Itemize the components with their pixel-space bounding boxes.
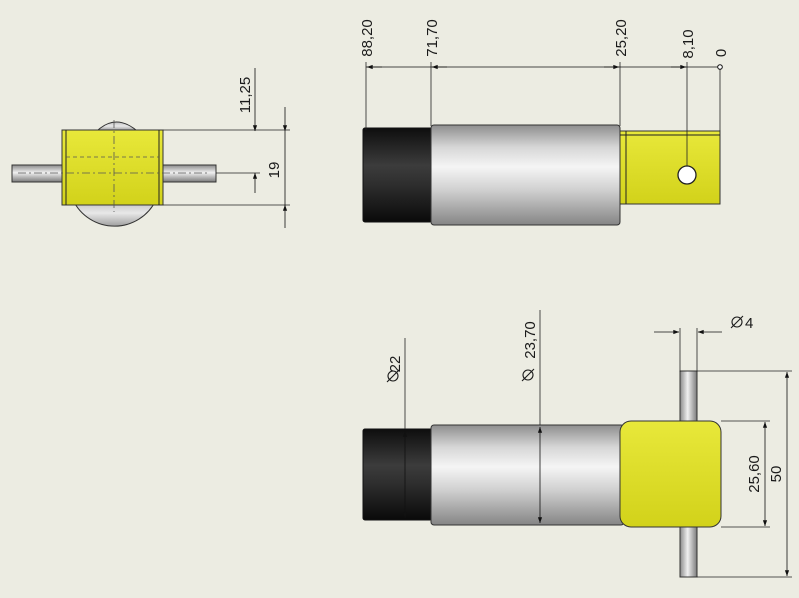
dia-23-70-symbol-icon bbox=[521, 368, 535, 382]
front-view-shaft-hole bbox=[677, 165, 697, 185]
dia-4-label: 4 bbox=[745, 315, 753, 332]
front-label-25-20: 25,20 bbox=[613, 19, 630, 57]
top-view-block bbox=[619, 420, 722, 528]
dim-19-label: 19 bbox=[266, 162, 283, 179]
top-view-body bbox=[430, 424, 625, 526]
dia-22-label: 22 bbox=[387, 356, 404, 373]
front-label-88-20: 88,20 bbox=[359, 19, 376, 57]
dim-50-label: 50 bbox=[768, 466, 785, 483]
front-view-cap bbox=[362, 127, 433, 223]
front-view-bracket bbox=[619, 130, 721, 205]
dia-23-70-label: 23,70 bbox=[522, 321, 539, 359]
front-view: 88,20 71,70 25,20 8,10 0 bbox=[359, 19, 730, 226]
dia-4-symbol-icon bbox=[730, 315, 744, 329]
dim-25-60-label: 25,60 bbox=[746, 455, 763, 493]
side-view: 11,25 19 bbox=[11, 68, 290, 228]
front-label-8-10: 8,10 bbox=[680, 29, 697, 58]
side-view-disc bbox=[72, 199, 157, 227]
side-view-disc-top bbox=[96, 121, 138, 131]
dim-11-25-label: 11,25 bbox=[237, 77, 254, 113]
front-label-71-70: 71,70 bbox=[424, 19, 441, 57]
top-view-cap bbox=[362, 428, 433, 521]
top-view: 22 23,70 4 25,60 bbox=[362, 310, 792, 578]
front-label-0: 0 bbox=[713, 49, 730, 57]
side-view-block bbox=[61, 129, 164, 206]
front-view-body bbox=[430, 124, 621, 226]
front-ordinate-origin-dot bbox=[717, 64, 723, 70]
dia-22-symbol-icon bbox=[386, 369, 400, 383]
